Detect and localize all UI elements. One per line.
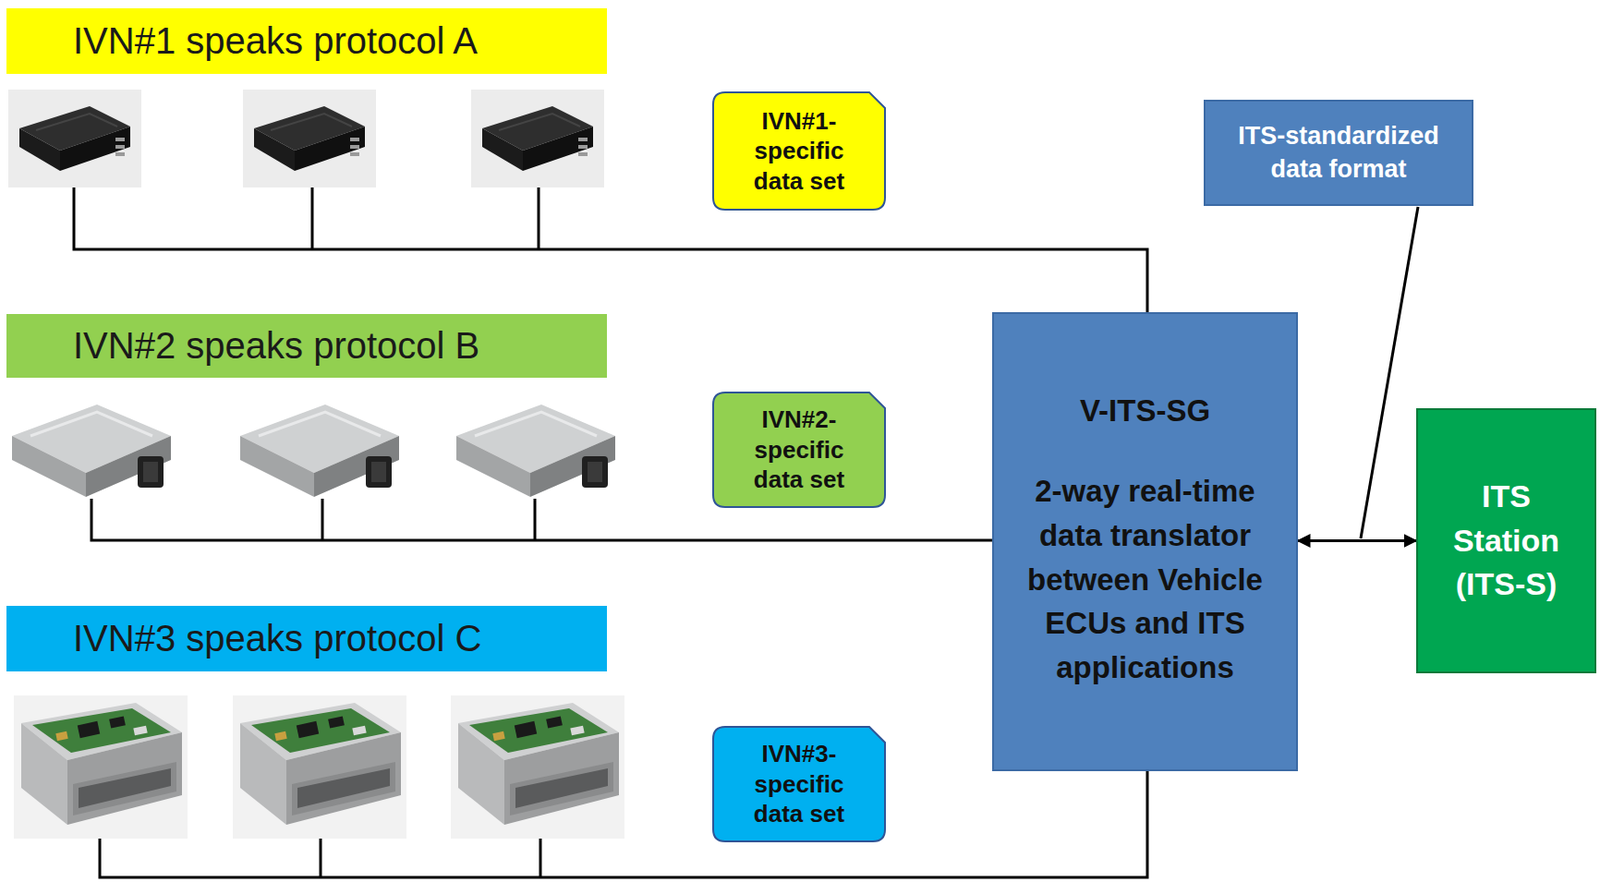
bus-wire xyxy=(311,187,315,250)
box-label: ITS Station (ITS-S) xyxy=(1430,474,1582,607)
ecu-row-1 xyxy=(8,89,605,188)
data-set-tag: IVN#2- specific data set xyxy=(712,391,886,509)
box-label: ITS-standardized data format xyxy=(1216,120,1461,185)
double-arrow xyxy=(1297,539,1417,543)
network-band: IVN#2 speaks protocol B xyxy=(6,314,607,378)
ecu-row-1 xyxy=(242,89,376,188)
tag-shape xyxy=(713,727,885,842)
ecu-row-1 xyxy=(471,89,605,188)
bus-wire xyxy=(99,771,1148,878)
bus-wire xyxy=(539,838,543,878)
bus-wire xyxy=(73,187,1148,878)
ecu-row-2 xyxy=(12,404,616,497)
box-body: 2-way real-time data translator between … xyxy=(1010,469,1280,691)
tag-label: IVN#2- specific data set xyxy=(727,404,872,496)
network-band: IVN#3 speaks protocol C xyxy=(6,606,607,672)
tag-shape xyxy=(713,92,885,210)
bus-wire xyxy=(537,187,541,250)
tag-label: IVN#1- specific data set xyxy=(727,106,872,197)
tag-label: IVN#3- specific data set xyxy=(727,739,872,830)
format-box: ITS-standardized data format xyxy=(1203,99,1474,207)
data-set-tag: IVN#3- specific data set xyxy=(712,726,886,843)
band-label: IVN#1 speaks protocol A xyxy=(72,20,478,62)
band-label: IVN#2 speaks protocol B xyxy=(72,325,480,367)
band-label: IVN#3 speaks protocol C xyxy=(72,618,482,660)
station-box: ITS Station (ITS-S) xyxy=(1416,408,1597,674)
bus-wire xyxy=(321,498,325,541)
ecu-row-2 xyxy=(456,404,616,497)
box-title: V-ITS-SG xyxy=(1079,393,1211,429)
ecu-row-3 xyxy=(13,695,188,839)
bus-wire xyxy=(533,498,537,541)
ecu-row-3 xyxy=(13,695,625,839)
leader-line xyxy=(1360,206,1419,539)
ecu-row-2 xyxy=(12,404,171,497)
bus-wire xyxy=(319,838,323,878)
gateway-box: V-ITS-SG 2-way real-time data translator … xyxy=(992,312,1298,772)
ecu-row-3 xyxy=(450,695,625,839)
ecu-row-3 xyxy=(232,695,407,839)
network-band: IVN#1 speaks protocol A xyxy=(6,8,607,74)
ecu-row-1 xyxy=(8,89,142,188)
tag-shape xyxy=(713,392,885,508)
bus-wire xyxy=(73,187,1148,313)
ecu-row-2 xyxy=(240,404,400,497)
data-set-tag: IVN#1- specific data set xyxy=(712,91,886,211)
